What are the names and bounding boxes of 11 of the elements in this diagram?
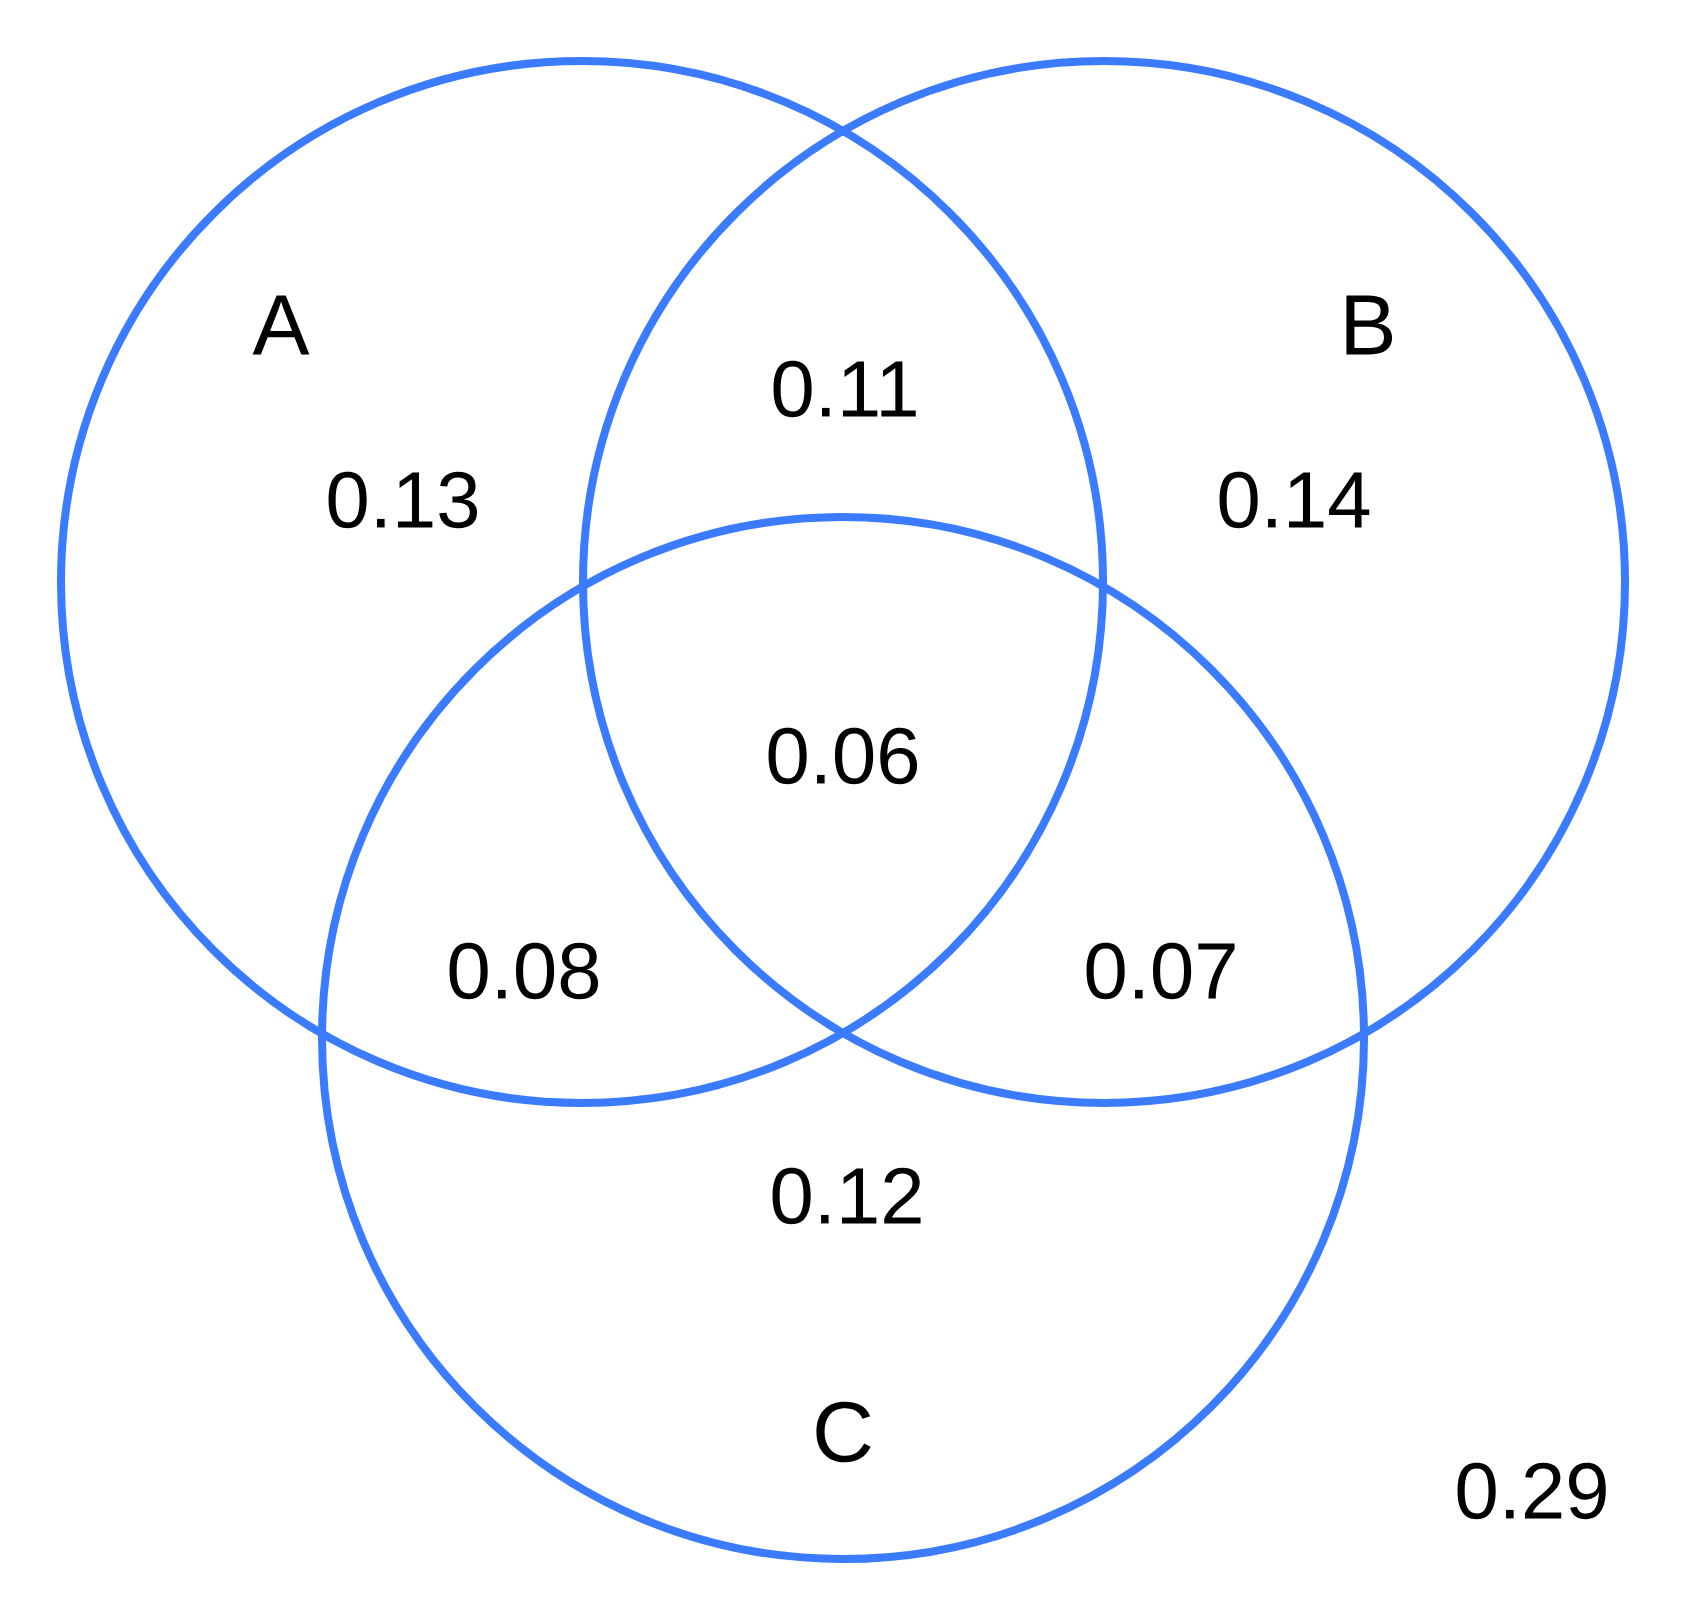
region-value: 0.11 [773, 360, 916, 418]
region-value: 0.07 [1086, 942, 1235, 1000]
region-value: 0.13 [328, 471, 478, 529]
region-value: 0.12 [772, 1167, 921, 1225]
region-value: 0.08 [449, 942, 599, 1000]
set-label: C [816, 1401, 871, 1463]
region-value: 0.29 [1457, 1462, 1606, 1520]
region-value: 0.06 [768, 727, 918, 785]
set-label: B [1346, 295, 1393, 355]
set-label: A [252, 295, 310, 355]
region-value: 0.14 [1219, 471, 1370, 529]
